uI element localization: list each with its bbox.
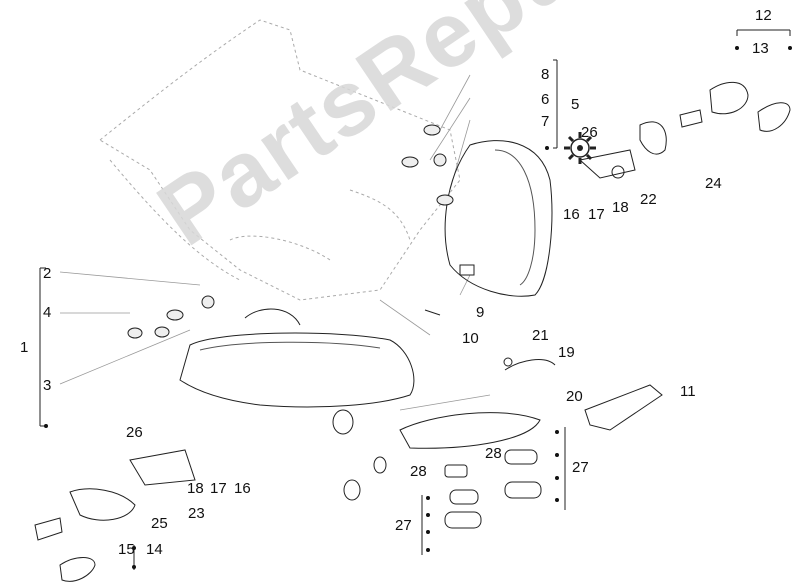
callout-brackets <box>39 29 791 570</box>
callout-26-rear: 26 <box>581 124 598 141</box>
callout-19: 19 <box>558 344 575 361</box>
callout-11: 11 <box>680 383 696 400</box>
callout-12: 12 <box>755 7 772 24</box>
callout-1: 1 <box>20 339 29 356</box>
callout-17-rear: 17 <box>588 206 605 223</box>
callout-10: 10 <box>462 330 479 347</box>
callout-25: 25 <box>151 515 168 532</box>
callout-24: 24 <box>705 175 722 192</box>
headlight-assembly <box>179 308 415 408</box>
callout-dots <box>44 46 792 569</box>
callout-4: 4 <box>43 304 52 321</box>
gear-icon <box>564 132 596 164</box>
callout-28-left: 28 <box>410 463 427 480</box>
callout-2: 2 <box>43 265 52 282</box>
callout-13: 13 <box>752 40 769 57</box>
callout-21: 21 <box>532 327 549 344</box>
callout-20: 20 <box>566 388 583 405</box>
callout-7: 7 <box>541 113 550 130</box>
callout-8: 8 <box>541 66 550 83</box>
bulbs-front <box>127 295 215 339</box>
tail-light-assembly <box>424 140 553 316</box>
hardware-parts <box>332 409 542 529</box>
callout-17-front: 17 <box>210 480 227 497</box>
callout-16-front: 16 <box>234 480 251 497</box>
callout-18-front: 18 <box>187 480 204 497</box>
front-indicator <box>34 449 196 582</box>
callout-3: 3 <box>43 377 52 394</box>
callout-26-front: 26 <box>126 424 143 441</box>
license-plate-light <box>399 357 663 449</box>
callout-14: 14 <box>146 541 163 558</box>
callout-15: 15 <box>118 541 135 558</box>
scooter-body-outline <box>99 19 461 301</box>
callout-27-right: 27 <box>572 459 589 476</box>
leader-lines <box>59 74 491 411</box>
bulbs-rear <box>401 124 454 206</box>
rear-bracket <box>578 149 636 179</box>
callout-16-rear: 16 <box>563 206 580 223</box>
callout-9: 9 <box>476 304 485 321</box>
callout-6: 6 <box>541 91 550 108</box>
callout-5: 5 <box>571 96 580 113</box>
callout-22: 22 <box>640 191 657 208</box>
callout-23: 23 <box>188 505 205 522</box>
rear-turn-signal <box>639 81 791 155</box>
callout-28-right: 28 <box>485 445 502 462</box>
callout-18-rear: 18 <box>612 199 629 216</box>
callout-27-left: 27 <box>395 517 412 534</box>
